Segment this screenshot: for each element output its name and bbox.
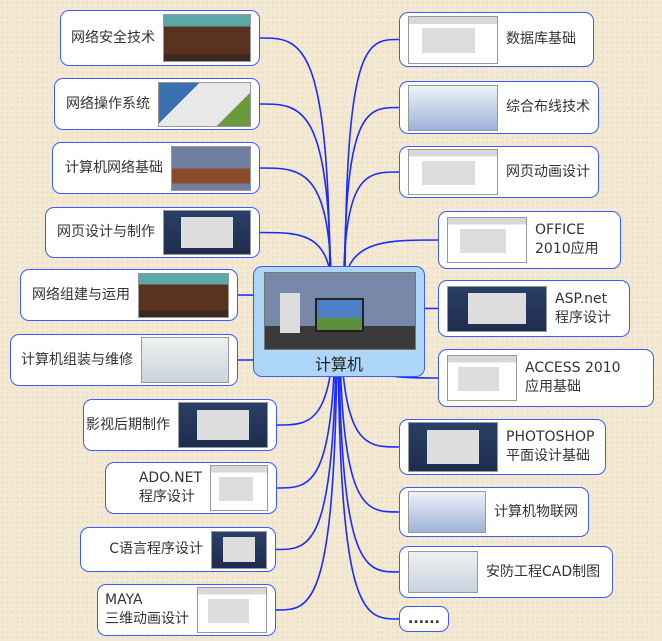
- topic-label: C语言程序设计: [109, 541, 203, 557]
- topic-label: 影视后期制作: [86, 416, 170, 433]
- left-topic-node[interactable]: 影视后期制作: [83, 399, 277, 451]
- topic-thumbnail-image: [163, 14, 251, 62]
- left-topic-node[interactable]: 网络安全技术: [60, 10, 260, 66]
- topic-label: 数据库基础: [506, 31, 576, 47]
- topic-label: 网络操作系统: [66, 95, 150, 112]
- connector-right: [343, 106, 400, 301]
- topic-thumbnail-image: [197, 587, 267, 633]
- topic-thumbnail-image: [211, 530, 267, 569]
- topic-label: 计算机物联网: [494, 503, 578, 520]
- left-topic-node[interactable]: MAYA 三维动画设计: [97, 584, 276, 636]
- left-topic-node[interactable]: 网络组建与运用: [20, 269, 238, 321]
- topic-label: ADO.NET 程序设计: [138, 470, 202, 505]
- topic-thumbnail-image: [138, 272, 229, 318]
- topic-label: 计算机组装与维修: [21, 351, 133, 368]
- topic-label: 网络组建与运用: [32, 286, 130, 303]
- connector-right: [342, 171, 400, 301]
- topic-thumbnail-image: [408, 149, 498, 195]
- right-topic-node[interactable]: 计算机物联网: [399, 487, 589, 537]
- left-topic-node[interactable]: ADO.NET 程序设计: [105, 462, 277, 514]
- computer-desk-image: [264, 272, 416, 350]
- topic-thumbnail-image: [408, 491, 486, 533]
- right-topic-node[interactable]: 数据库基础: [399, 12, 594, 67]
- topic-label: ASP.net 程序设计: [555, 290, 611, 326]
- topic-label: 计算机网络基础: [65, 159, 163, 176]
- connector-left: [259, 37, 331, 301]
- central-topic[interactable]: 计算机: [253, 266, 425, 377]
- topic-thumbnail-image: [141, 337, 229, 383]
- left-topic-node[interactable]: 计算机网络基础: [52, 142, 260, 194]
- right-topic-node[interactable]: 网页动画设计: [399, 146, 599, 198]
- central-topic-label: 计算机: [314, 355, 363, 374]
- topic-label: 网络安全技术: [71, 29, 155, 46]
- topic-label: MAYA 三维动画设计: [105, 592, 189, 627]
- left-topic-node[interactable]: 网络操作系统: [54, 78, 260, 130]
- topic-thumbnail-image: [447, 355, 517, 401]
- left-topic-node[interactable]: 网页设计与制作: [45, 207, 260, 258]
- topic-label: 安防工程CAD制图: [486, 563, 601, 580]
- right-topic-node[interactable]: ......: [399, 606, 449, 632]
- connector-right: [337, 299, 400, 620]
- connector-right: [337, 299, 400, 573]
- connector-left: [259, 103, 332, 301]
- connector-left: [275, 299, 338, 551]
- right-topic-node[interactable]: 综合布线技术: [399, 81, 599, 134]
- topic-thumbnail-image: [210, 465, 268, 511]
- topic-thumbnail-image: [408, 551, 478, 593]
- topic-thumbnail-image: [178, 402, 268, 448]
- topic-label: 综合布线技术: [506, 99, 590, 115]
- right-topic-node[interactable]: PHOTOSHOP 平面设计基础: [399, 419, 606, 475]
- topic-label: 网页设计与制作: [57, 224, 155, 240]
- topic-thumbnail-image: [171, 145, 251, 191]
- topic-label: ACCESS 2010 应用基础: [525, 360, 621, 395]
- left-topic-node[interactable]: C语言程序设计: [80, 527, 276, 572]
- topic-thumbnail-image: [447, 217, 527, 263]
- left-topic-node[interactable]: 计算机组装与维修: [10, 334, 238, 386]
- right-topic-node[interactable]: OFFICE 2010应用: [438, 211, 621, 269]
- topic-thumbnail-image: [447, 285, 547, 332]
- topic-label: 网页动画设计: [506, 163, 590, 180]
- right-topic-node[interactable]: ASP.net 程序设计: [438, 280, 630, 337]
- connector-left: [275, 299, 338, 611]
- topic-thumbnail-image: [408, 84, 498, 131]
- right-topic-node[interactable]: 安防工程CAD制图: [399, 546, 613, 598]
- topic-thumbnail-image: [408, 422, 498, 472]
- topic-thumbnail-image: [408, 15, 498, 64]
- right-topic-node[interactable]: ACCESS 2010 应用基础: [438, 349, 654, 407]
- topic-thumbnail-image: [163, 210, 251, 255]
- connector-left: [259, 167, 333, 301]
- topic-thumbnail-image: [158, 81, 251, 127]
- topic-label: ......: [408, 610, 440, 627]
- topic-label: OFFICE 2010应用: [535, 222, 599, 257]
- topic-label: PHOTOSHOP 平面设计基础: [506, 429, 595, 464]
